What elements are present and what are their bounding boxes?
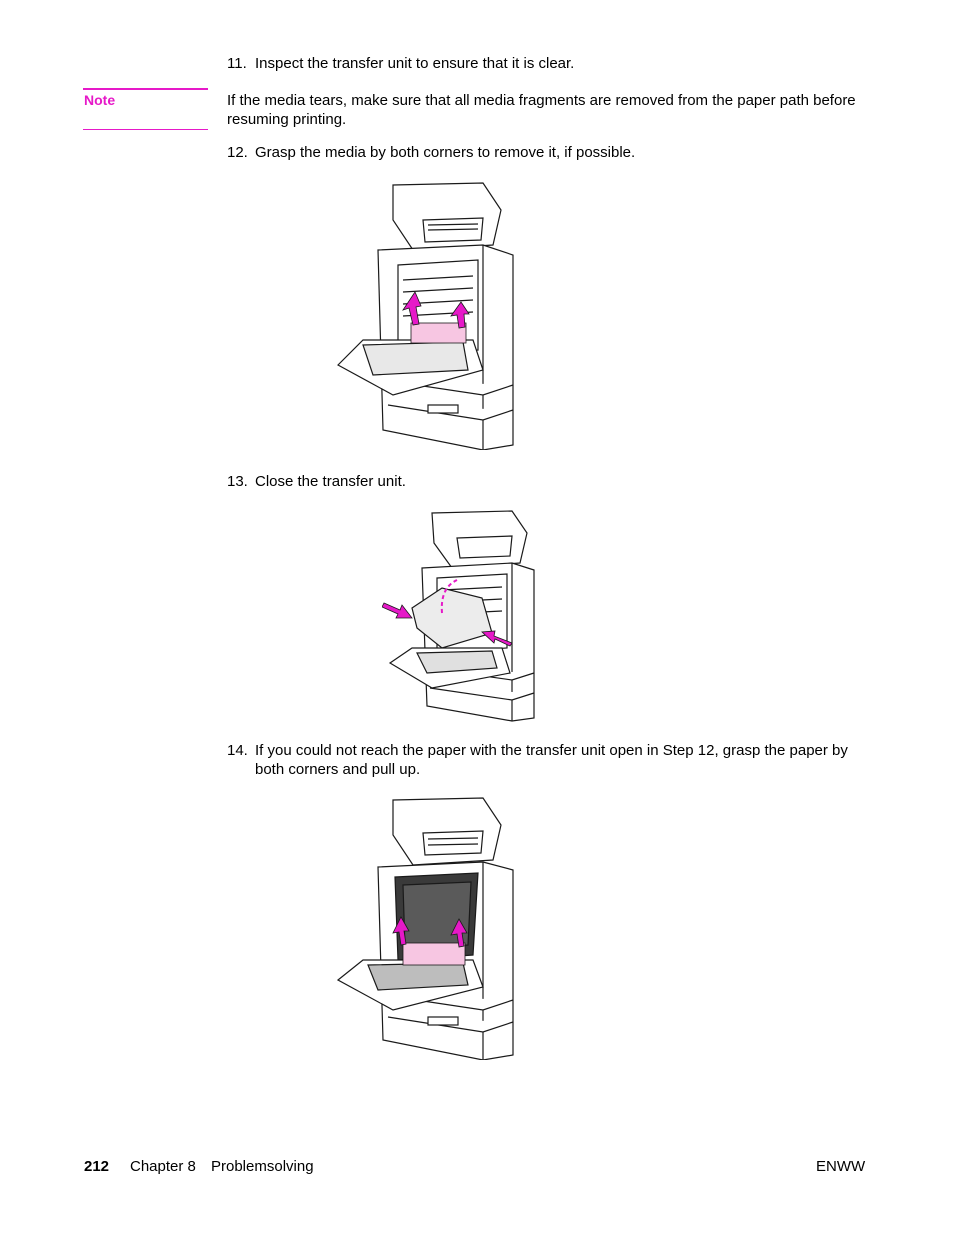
figure-close-transfer-unit bbox=[382, 510, 535, 722]
note-rule-top bbox=[83, 88, 208, 90]
footer-section: Problemsolving bbox=[211, 1158, 314, 1175]
footer-doc-code: ENWW bbox=[816, 1158, 866, 1175]
step-text: If you could not reach the paper with th… bbox=[255, 742, 848, 778]
figure-remove-media bbox=[337, 182, 514, 450]
step-number: 12. bbox=[227, 144, 248, 161]
step-number: 13. bbox=[227, 473, 248, 490]
note-label: Note bbox=[84, 92, 116, 108]
note-text: If the media tears, make sure that all m… bbox=[227, 92, 856, 128]
page-number: 212 bbox=[84, 1158, 110, 1175]
step-text: Close the transfer unit. bbox=[255, 473, 406, 490]
step-number: 11. bbox=[227, 55, 247, 72]
step-text: Grasp the media by both corners to remov… bbox=[255, 144, 636, 161]
figure-pull-up-paper bbox=[336, 797, 514, 1060]
footer-chapter: Chapter 8 bbox=[130, 1158, 196, 1175]
step-text: Inspect the transfer unit to ensure that… bbox=[255, 55, 575, 72]
note-rule-bottom bbox=[83, 129, 208, 130]
step-number: 14. bbox=[227, 742, 248, 759]
